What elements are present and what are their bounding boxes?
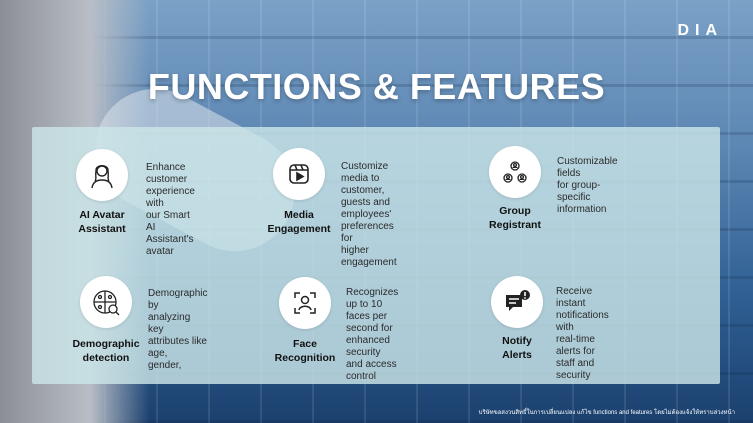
feature-label: Group Registrant (489, 205, 541, 231)
footer-disclaimer: บริษัทขอสงวนสิทธิ์ในการเปลี่ยนแปลง แก้ไข… (478, 410, 735, 416)
demographic-icon (80, 276, 132, 328)
group-icon (489, 146, 541, 198)
feature-description: Enhance customer experience with our Sma… (146, 162, 195, 257)
page-title: FUNCTIONS & FEATURES (147, 66, 606, 107)
avatar-icon (76, 149, 128, 201)
feature-label: Media Engagement (267, 209, 331, 235)
feature-label: AI Avatar Assistant (78, 209, 126, 235)
features-panel: AI Avatar Assistant Enhance customer exp… (32, 127, 720, 384)
feature-description: Demographic by analyzing key attributes … (148, 288, 208, 371)
feature-description: Customizable fields for group-specific i… (557, 156, 618, 215)
feature-label: Notify Alerts (502, 335, 532, 361)
feature-description: Customize media to customer, guests and … (341, 161, 397, 268)
media-play-icon (273, 148, 325, 200)
feature-description: Receive instant notifications with real-… (556, 286, 609, 381)
chat-alert-icon (491, 276, 543, 328)
face-scan-icon (279, 277, 331, 329)
feature-label: Demographic detection (72, 338, 140, 364)
feature-label: Face Recognition (274, 338, 336, 364)
brand-logo: DIA (677, 22, 723, 39)
feature-description: Recognizes up to 10 faces per second for… (346, 287, 399, 382)
